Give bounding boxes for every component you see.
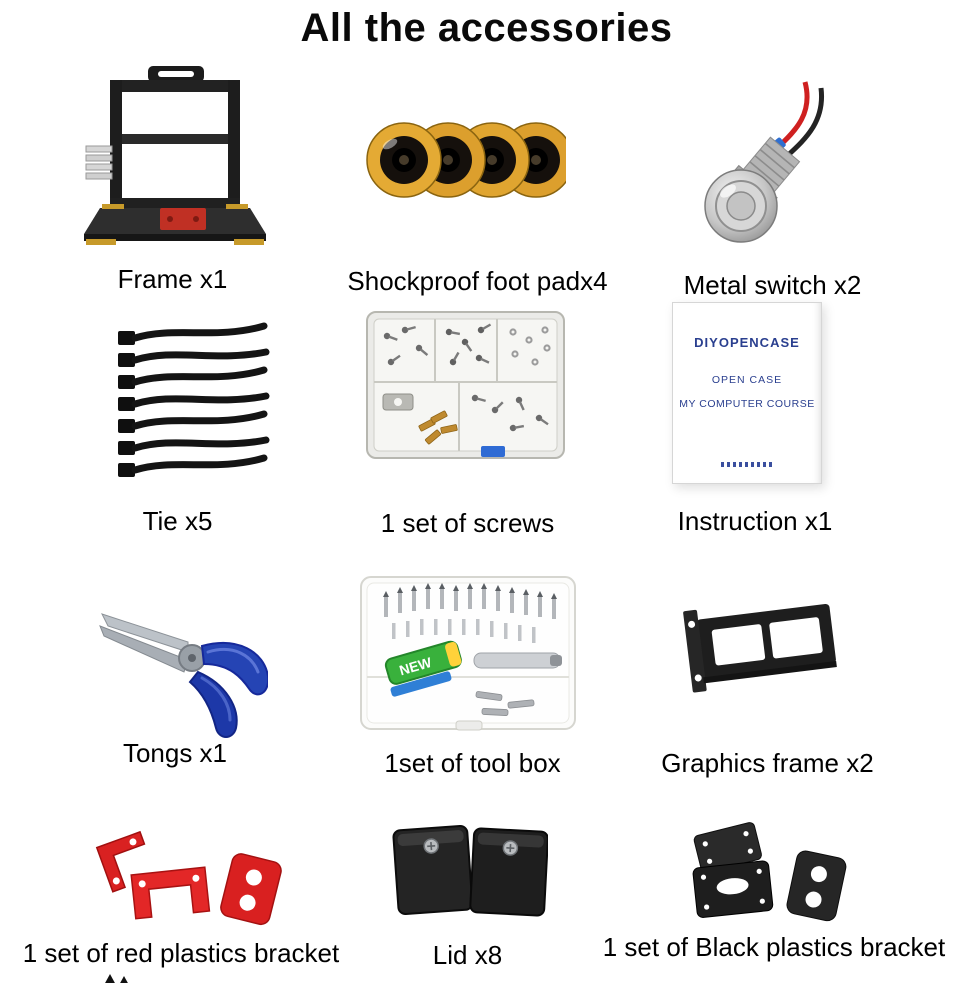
foot-pads-photo (366, 112, 566, 208)
label-screws: 1 set of screws (380, 508, 555, 538)
booklet-subtitle: OPEN CASE (711, 374, 783, 386)
instruction-booklet: DIYOPENCASE OPEN CASE MY COMPUTER COURSE (672, 302, 822, 484)
booklet-course-line: MY COMPUTER COURSE (679, 398, 815, 410)
foot-pads-image (366, 122, 566, 198)
tool-box-image: NEW (360, 576, 576, 731)
metal-switch-image (704, 81, 825, 243)
ties-image (118, 322, 270, 477)
label-metal-switch: Metal switch x2 (683, 270, 862, 300)
label-tool-box: 1set of tool box (384, 748, 561, 778)
label-tongs: Tongs x1 (122, 738, 228, 768)
label-ties: Tie x5 (142, 506, 213, 536)
label-black-brackets: 1 set of Black plastics bracket (602, 932, 946, 962)
cropped-text-fragment (102, 972, 130, 983)
booklet-small-print (721, 462, 773, 467)
label-graphics-frame: Graphics frame x2 (661, 748, 874, 778)
screw-box-image (366, 311, 565, 459)
graphics-frame-photo (676, 578, 848, 706)
screw-box-photo (363, 306, 568, 464)
red-brackets-photo (75, 815, 287, 937)
red-brackets-image (95, 830, 282, 926)
label-frame: Frame x1 (117, 264, 228, 294)
cropped-glyph-tops (105, 974, 128, 983)
label-foot-pads: Shockproof foot padx4 (347, 266, 608, 296)
lids-photo (388, 812, 548, 936)
frame-image (84, 66, 266, 245)
frame-photo (72, 58, 272, 258)
tongs-photo (92, 580, 268, 738)
ties-photo (104, 322, 274, 490)
page-title: All the accessories (300, 6, 673, 50)
black-brackets-image (692, 822, 847, 922)
tool-box-photo: NEW (356, 565, 580, 737)
tongs-image (99, 613, 268, 738)
booklet-title: DIYOPENCASE (694, 335, 800, 350)
graphics-frame-image (683, 603, 837, 693)
lids-image (392, 824, 548, 917)
label-instruction: Instruction x1 (677, 506, 833, 536)
label-lids: Lid x8 (432, 940, 503, 970)
label-red-brackets: 1 set of red plastics bracket (22, 938, 340, 968)
black-brackets-photo (645, 808, 850, 936)
metal-switch-photo (655, 78, 855, 243)
